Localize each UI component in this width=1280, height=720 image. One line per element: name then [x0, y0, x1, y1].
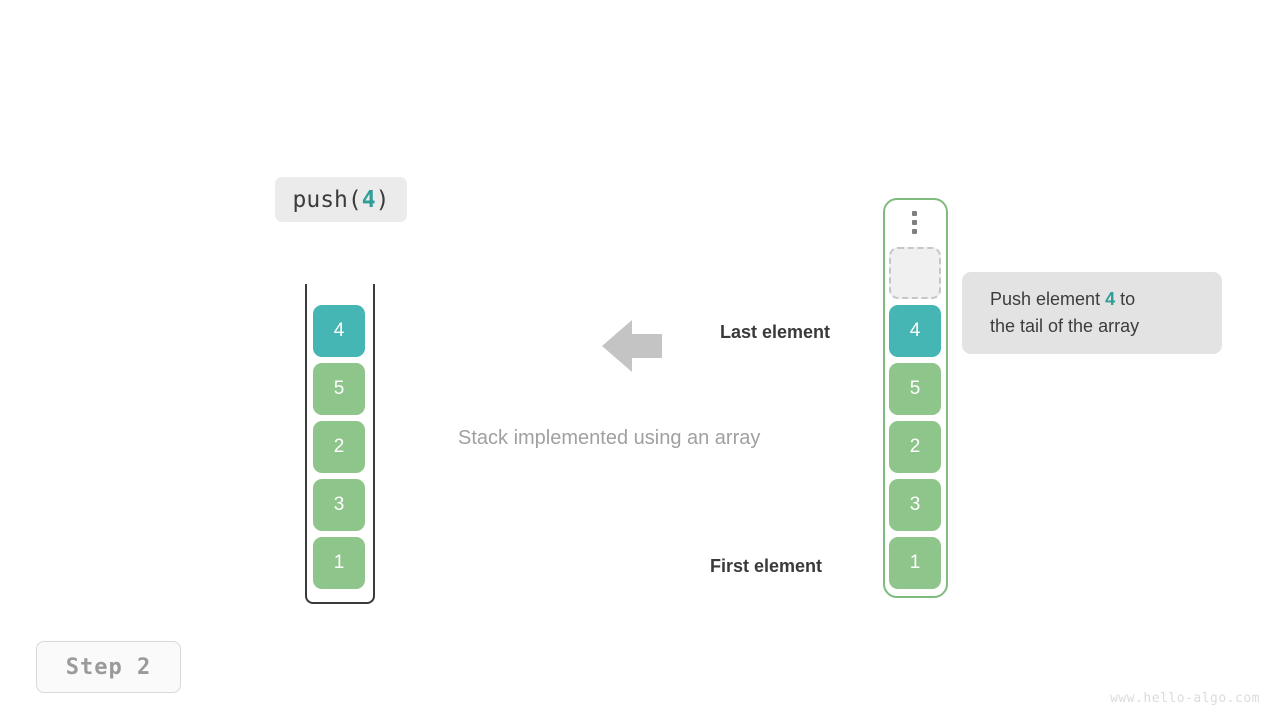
operation-argument: 4: [361, 186, 376, 213]
left-arrow-icon: [602, 318, 662, 374]
array-cell: 5: [889, 363, 941, 415]
step-badge: Step 2: [36, 641, 181, 693]
operation-suffix: ): [375, 186, 390, 213]
array-cell-value: 3: [909, 494, 921, 515]
first-element-label: First element: [710, 556, 823, 576]
stack-cell-value: 2: [333, 436, 345, 457]
vertical-ellipsis-icon: [910, 211, 918, 234]
array-cell: 1: [889, 537, 941, 589]
array-cell-value: 1: [909, 552, 921, 573]
stack-cell: 1: [313, 537, 365, 589]
step-badge-label: Step 2: [65, 654, 152, 680]
ellipsis-dot: [911, 220, 917, 225]
array-cell-list: 4 5 2 3 1: [889, 305, 941, 589]
explanation-tooltip: Push element 4 to the tail of the array: [962, 272, 1222, 354]
array-cell: 4: [889, 305, 941, 357]
stack-cell-value: 3: [333, 494, 345, 515]
array-cell: 3: [889, 479, 941, 531]
array-container: [883, 198, 948, 598]
ellipsis-dot: [911, 211, 917, 216]
stack-cell-value: 4: [333, 320, 345, 341]
tooltip-text-after: to: [1115, 289, 1136, 309]
operation-chip: push(4): [275, 177, 407, 222]
stack-container: [305, 284, 375, 604]
last-element-label: Last element: [720, 322, 831, 342]
ellipsis-dot: [911, 229, 917, 234]
stack-cell: 3: [313, 479, 365, 531]
tooltip-text-before: Push element: [990, 289, 1106, 309]
array-cell-value: 2: [909, 436, 921, 457]
array-cell: 2: [889, 421, 941, 473]
tooltip-argument: 4: [1105, 289, 1116, 309]
array-cell-value: 4: [909, 320, 921, 341]
stack-cell: 4: [313, 305, 365, 357]
array-cell-value: 5: [909, 378, 921, 399]
operation-prefix: push(: [292, 186, 362, 213]
stack-cell-value: 5: [333, 378, 345, 399]
tooltip-text-line2: the tail of the array: [990, 316, 1140, 336]
watermark: www.hello-algo.com: [1110, 691, 1260, 706]
stack-cell-list: 4 5 2 3 1: [313, 305, 365, 589]
array-empty-slot: [889, 247, 941, 299]
stack-cell: 5: [313, 363, 365, 415]
stack-caption: Stack implemented using an array: [458, 427, 761, 449]
stack-cell: 2: [313, 421, 365, 473]
stack-cell-value: 1: [333, 552, 345, 573]
